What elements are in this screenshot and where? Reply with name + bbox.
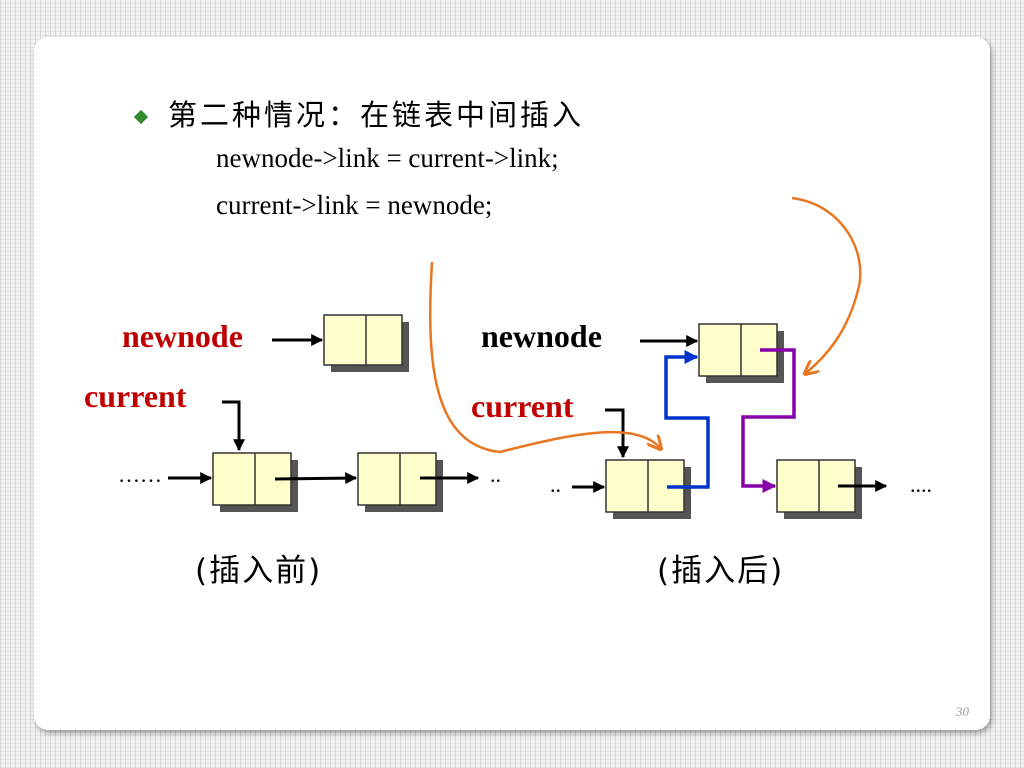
code-line-1: newnode->link = current->link; (216, 143, 559, 173)
after-current-to-newnode-link-arrow (664, 350, 710, 489)
before-current-node (212, 452, 298, 512)
before-newnode-label: newnode (122, 318, 243, 354)
after-current-pointer-arrow (605, 408, 629, 459)
before-current-link-arrow (274, 472, 358, 485)
before-caption: (插入前) (195, 553, 323, 589)
code-line-2: current->link = newnode; (216, 190, 493, 220)
after-newnode-label: newnode (481, 318, 602, 354)
after-newnode-to-next-link-arrow (741, 348, 796, 493)
annotation-curve-line1 (791, 196, 862, 373)
after-current-label: current (471, 388, 574, 424)
after-caption: (插入后) (657, 553, 785, 589)
before-current-pointer-arrow (222, 400, 245, 452)
page-number: 30 (956, 704, 969, 719)
after-left-ellipsis: .. (550, 472, 561, 497)
slide (34, 37, 990, 730)
after-right-ellipsis: .... (910, 472, 932, 497)
before-left-ellipsis: …… (118, 462, 162, 487)
after-next-node (776, 459, 862, 519)
after-newnode-node (698, 323, 784, 383)
annotation-curve-line2 (428, 261, 660, 454)
before-newnode-node (323, 314, 409, 372)
before-current-label: current (84, 378, 187, 414)
slide-heading: 第二种情况：在链表中间插入 (168, 98, 585, 132)
before-right-ellipsis: .. (490, 462, 501, 487)
after-current-node (605, 459, 691, 519)
before-next-node (357, 452, 443, 512)
